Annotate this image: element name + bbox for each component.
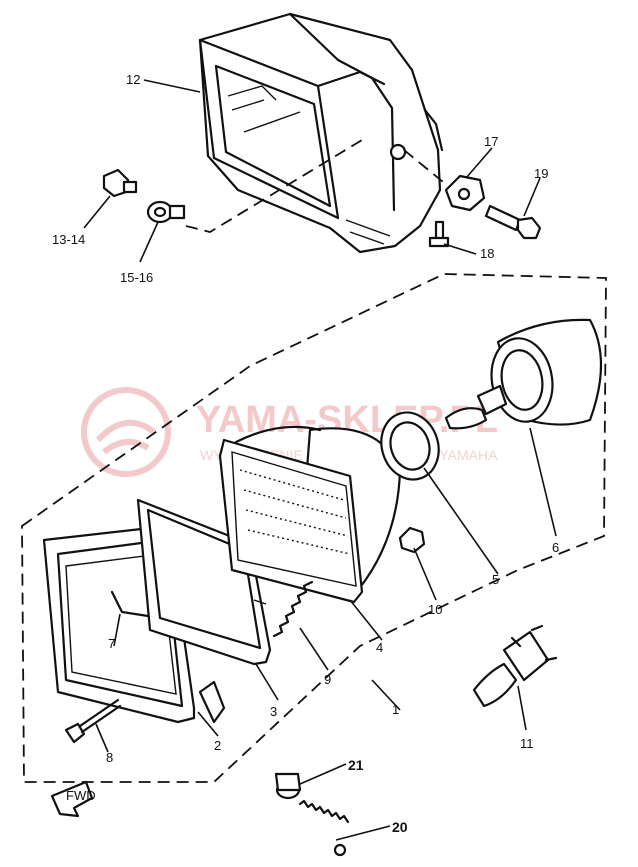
label-part-12: 12 <box>126 72 140 87</box>
front-marker-label: FWD <box>66 788 96 803</box>
label-part-6: 6 <box>552 540 559 555</box>
label-part-11: 11 <box>520 736 534 751</box>
watermark-logo <box>81 387 171 477</box>
front-direction-marker: FWD <box>50 780 96 818</box>
label-part-20: 20 <box>392 819 408 835</box>
label-part-19: 19 <box>534 166 548 181</box>
label-part-8: 8 <box>106 750 113 765</box>
label-part-13-14: 13-14 <box>52 232 85 247</box>
assembly-line-case <box>185 139 363 233</box>
label-part-7: 7 <box>108 636 115 651</box>
label-part-1: 1 <box>392 702 399 717</box>
part-18-screw <box>428 220 450 248</box>
assembly-line-fastener <box>403 149 449 187</box>
part-4-sealed-beam <box>218 425 402 604</box>
part-21-grommet <box>274 772 302 800</box>
leader-lines <box>83 79 557 841</box>
part-13-14-grommet <box>102 168 138 198</box>
label-part-15-16: 15-16 <box>120 270 153 285</box>
part-8-screw <box>64 698 122 744</box>
label-part-10: 10 <box>428 602 442 617</box>
part-20-screw <box>298 799 350 857</box>
assembly-group-boundary <box>21 273 607 783</box>
part-labels: 12 13-14 15-16 17 19 18 6 5 10 4 9 3 2 7… <box>52 72 559 835</box>
label-part-2: 2 <box>214 738 221 753</box>
label-part-17: 17 <box>484 134 498 149</box>
label-part-9: 9 <box>324 672 331 687</box>
part-17-nut <box>444 174 486 212</box>
label-part-5: 5 <box>492 572 499 587</box>
part-9-spring <box>272 580 314 638</box>
label-part-21: 21 <box>348 757 364 773</box>
part-15-16-grommet <box>146 200 186 224</box>
part-10-nut <box>398 526 426 554</box>
label-part-3: 3 <box>270 704 277 719</box>
label-part-4: 4 <box>376 640 383 655</box>
part-11-bulb <box>472 624 558 708</box>
label-part-18: 18 <box>480 246 494 261</box>
part-6-socket-housing <box>444 318 603 430</box>
part-5-ring <box>380 411 440 481</box>
part-19-bolt <box>484 204 542 240</box>
part-12-headlight-case <box>198 12 444 254</box>
